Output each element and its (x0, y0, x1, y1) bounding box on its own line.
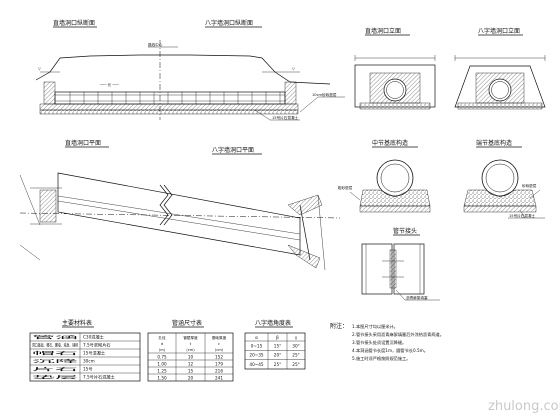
pipe-table-cell: 20 (188, 376, 194, 381)
elevation-drawings: 直墙洞口立面 八字墙洞口立面 (354, 27, 546, 110)
materials-cell: 管涵 (32, 334, 78, 341)
materials-cell: 片石 (32, 366, 78, 373)
angle-table-cells: α β γ 0~15 15° 30° 20~35 20° 25° 40~45 25° 25° (245, 333, 305, 369)
dimension-text: ─── 长 ─── (99, 82, 120, 87)
pipe-table-cell: 152 (215, 355, 223, 360)
road-center-label: 路线中心 (148, 42, 163, 47)
angle-table-cell: 15° (274, 343, 281, 348)
straight-elevation-title: 直墙洞口立面 (365, 27, 401, 35)
note-item: 5.施工时须严格按照规范施工。 (352, 355, 410, 362)
level-mark-right: ▽ (292, 67, 295, 71)
materials-title: 主要材料表 (62, 319, 92, 327)
straight-plan-title: 直墙洞口平面 (65, 139, 101, 147)
materials-cell: C30混凝土 (83, 334, 104, 341)
materials-cell: 15号 (83, 367, 93, 373)
pipe-table-cell: 1.50 (157, 376, 167, 381)
notes-items: 1.本图尺寸均以厘米计。2.管节接头采用沥青麻絮填塞后外涂热沥青两道。3.管节接… (352, 323, 444, 362)
end-concrete-label: 15号片石混凝土 (509, 213, 536, 218)
eight-elevation-title: 八字墙洞口立面 (478, 27, 520, 35)
eight-plan-title: 八字墙洞口平面 (212, 146, 254, 154)
level-mark-left: ▽ (38, 67, 41, 71)
angle-table-cell: 25° (274, 362, 281, 367)
pipe-joints (69, 92, 281, 104)
materials-cell: 沉降 (32, 358, 82, 365)
pipe-table-cell: 0.75 (157, 355, 167, 360)
materials-cell: 洞口基础、帽石、翼墙、墙身、铺砌 (32, 342, 78, 349)
concrete-label: 15号片石混凝土 (272, 115, 299, 120)
angle-table-cell: 25° (292, 362, 299, 367)
note-item: 3.管节接头处须设置沉降缝。 (352, 339, 406, 346)
plan-drawings: 直墙洞口平面 八字墙洞口平面 (19, 139, 341, 271)
pipe-table-cells: 孔径 d (m) 管壁厚度 t (cm) 基础厚度 c (cm) 0.75 10 152 1.00 12 1… (148, 333, 233, 381)
eight-long-section-title: 八字墙洞口纵断面 (205, 19, 253, 27)
angle-table-cell: 0~15 (251, 343, 263, 348)
notes-block: 附注： 1.本图尺寸均以厘米计。2.管节接头采用沥青麻絮填塞后外涂热沥青两道。3… (330, 322, 444, 362)
end-base-title: 端节基底构造 (476, 139, 512, 147)
long-section-drawing: 直墙洞口纵断面 八字墙洞口纵断面 ▽ ▽ 路线中心 10cm砂砾垫层 15号片石… (35, 19, 345, 121)
pipe-table-cell: 216 (215, 369, 223, 374)
gravel-bed-label: 10cm砂砾垫层 (312, 92, 337, 97)
pipe-table-header: 孔径 (158, 335, 166, 340)
note-item: 4.本洞涵管节长度1m，圆管节长0.5m。 (352, 347, 428, 354)
angle-table-cell: 30° (292, 343, 299, 348)
pipe-table-subunit: (m) (159, 348, 166, 352)
materials-cell: 30cm (83, 359, 95, 364)
materials-cell: 垫层 (32, 374, 78, 381)
joint-note: 沥青麻絮填塞 (406, 295, 428, 300)
angle-table-header: β (276, 335, 279, 340)
pipe-table-subunit: (cm) (215, 348, 224, 352)
materials-cell: 7.5号浆砌片石 (83, 342, 111, 349)
angle-table-cell: 20° (274, 353, 281, 358)
base-construction-drawings: 中节基底构造 端节基底构造 粗砂垫层 砂砾垫层 15号片石混凝土 (338, 139, 545, 219)
end-right-label: 砂砾垫层 (522, 183, 537, 188)
pipe-table-cell: 179 (215, 362, 223, 367)
angle-table-cell: 20~35 (249, 353, 264, 358)
middle-left-label: 粗砂垫层 (338, 185, 353, 190)
pipe-table-header: 基础厚度 (212, 335, 227, 340)
pipe-table-header: 管壁厚度 (183, 335, 198, 340)
joint-detail-drawing: 管节接头 沥青麻絮填塞 (361, 227, 440, 301)
pipe-table-cell: 241 (215, 376, 223, 381)
angle-table-title: 八字墙角度表 (255, 319, 291, 327)
watermark: zhulong.com (488, 399, 560, 414)
straight-long-section-title: 直墙洞口纵断面 (53, 19, 95, 27)
joint-title: 管节接头 (393, 227, 417, 235)
pipe-table-unit: d (161, 342, 163, 346)
notes-title: 附注： (330, 322, 348, 330)
angle-table-header: α (255, 335, 258, 340)
pipe-table-title: 管涵尺寸表 (172, 319, 202, 327)
pipe-table-cell: 1.00 (157, 362, 167, 367)
pipe-table-subunit: (cm) (186, 348, 195, 352)
angle-table-header: γ (295, 335, 298, 340)
materials-cell: 15号混凝土 (83, 350, 105, 357)
note-item: 1.本图尺寸均以厘米计。 (352, 323, 398, 330)
materials-cell: 帽石 (32, 350, 78, 357)
materials-cell: 7.5号片石混凝土 (83, 374, 115, 381)
pipe-table-unit: t (190, 342, 192, 346)
middle-base-title: 中节基底构造 (372, 139, 408, 147)
note-item: 2.管节接头采用沥青麻絮填塞后外涂热沥青两道。 (352, 331, 444, 338)
pipe-table-unit: c (218, 342, 220, 346)
pipe-table-cell: 1.25 (157, 369, 167, 374)
angle-table-cell: 25° (292, 353, 299, 358)
pipe-table-cell: 10 (188, 355, 194, 360)
pipe-table-cell: 12 (188, 362, 194, 367)
angle-table: 八字墙角度表 α β γ 0~15 15° 30° 20~35 20° 25° 40~45 25° 2… (244, 319, 306, 370)
pipe-table-cell: 15 (188, 369, 194, 374)
angle-table-cell: 40~45 (249, 362, 264, 367)
